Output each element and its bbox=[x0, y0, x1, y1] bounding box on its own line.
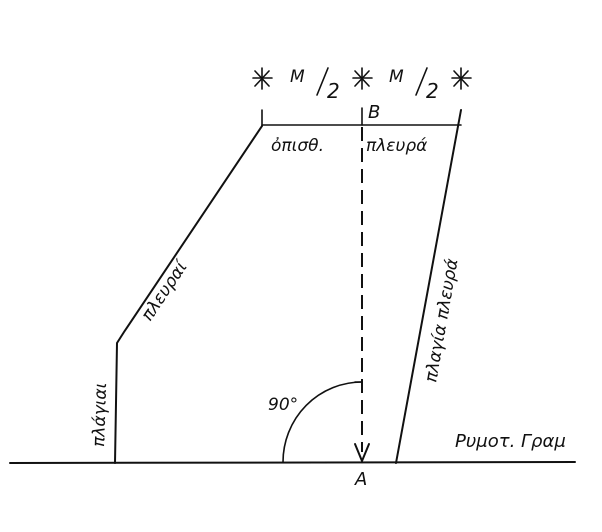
left-side-label-upper: πλευραί bbox=[138, 256, 193, 325]
svg-text:2: 2 bbox=[327, 79, 340, 103]
point-label-a: A bbox=[354, 469, 367, 490]
arrowhead-icon bbox=[354, 443, 370, 464]
right-side-label: πλαγία πλευρά bbox=[421, 257, 462, 384]
right-side-line bbox=[395, 109, 462, 464]
rear-side-label-right: πλευρά bbox=[366, 136, 427, 156]
angle-label: 90° bbox=[268, 395, 298, 415]
point-label-b: B bbox=[368, 102, 380, 123]
star-marker-right bbox=[451, 67, 472, 90]
star-marker-left bbox=[252, 67, 273, 90]
svg-text:2: 2 bbox=[426, 79, 439, 103]
right-angle-arc bbox=[282, 381, 363, 463]
left-side-label-lower: πλάγιαι bbox=[89, 382, 111, 447]
building-line-label: Ρυμοτ. Γραμ bbox=[455, 431, 566, 452]
rear-side-label-left: ὀπισθ. bbox=[271, 136, 324, 156]
dimension-label-right: M 2 bbox=[389, 67, 439, 103]
building-line bbox=[9, 461, 576, 464]
svg-text:M: M bbox=[389, 67, 404, 87]
left-side-line bbox=[114, 125, 263, 464]
svg-text:M: M bbox=[290, 67, 305, 87]
star-marker-center bbox=[352, 67, 373, 90]
dimension-label-left: M 2 bbox=[290, 67, 340, 103]
